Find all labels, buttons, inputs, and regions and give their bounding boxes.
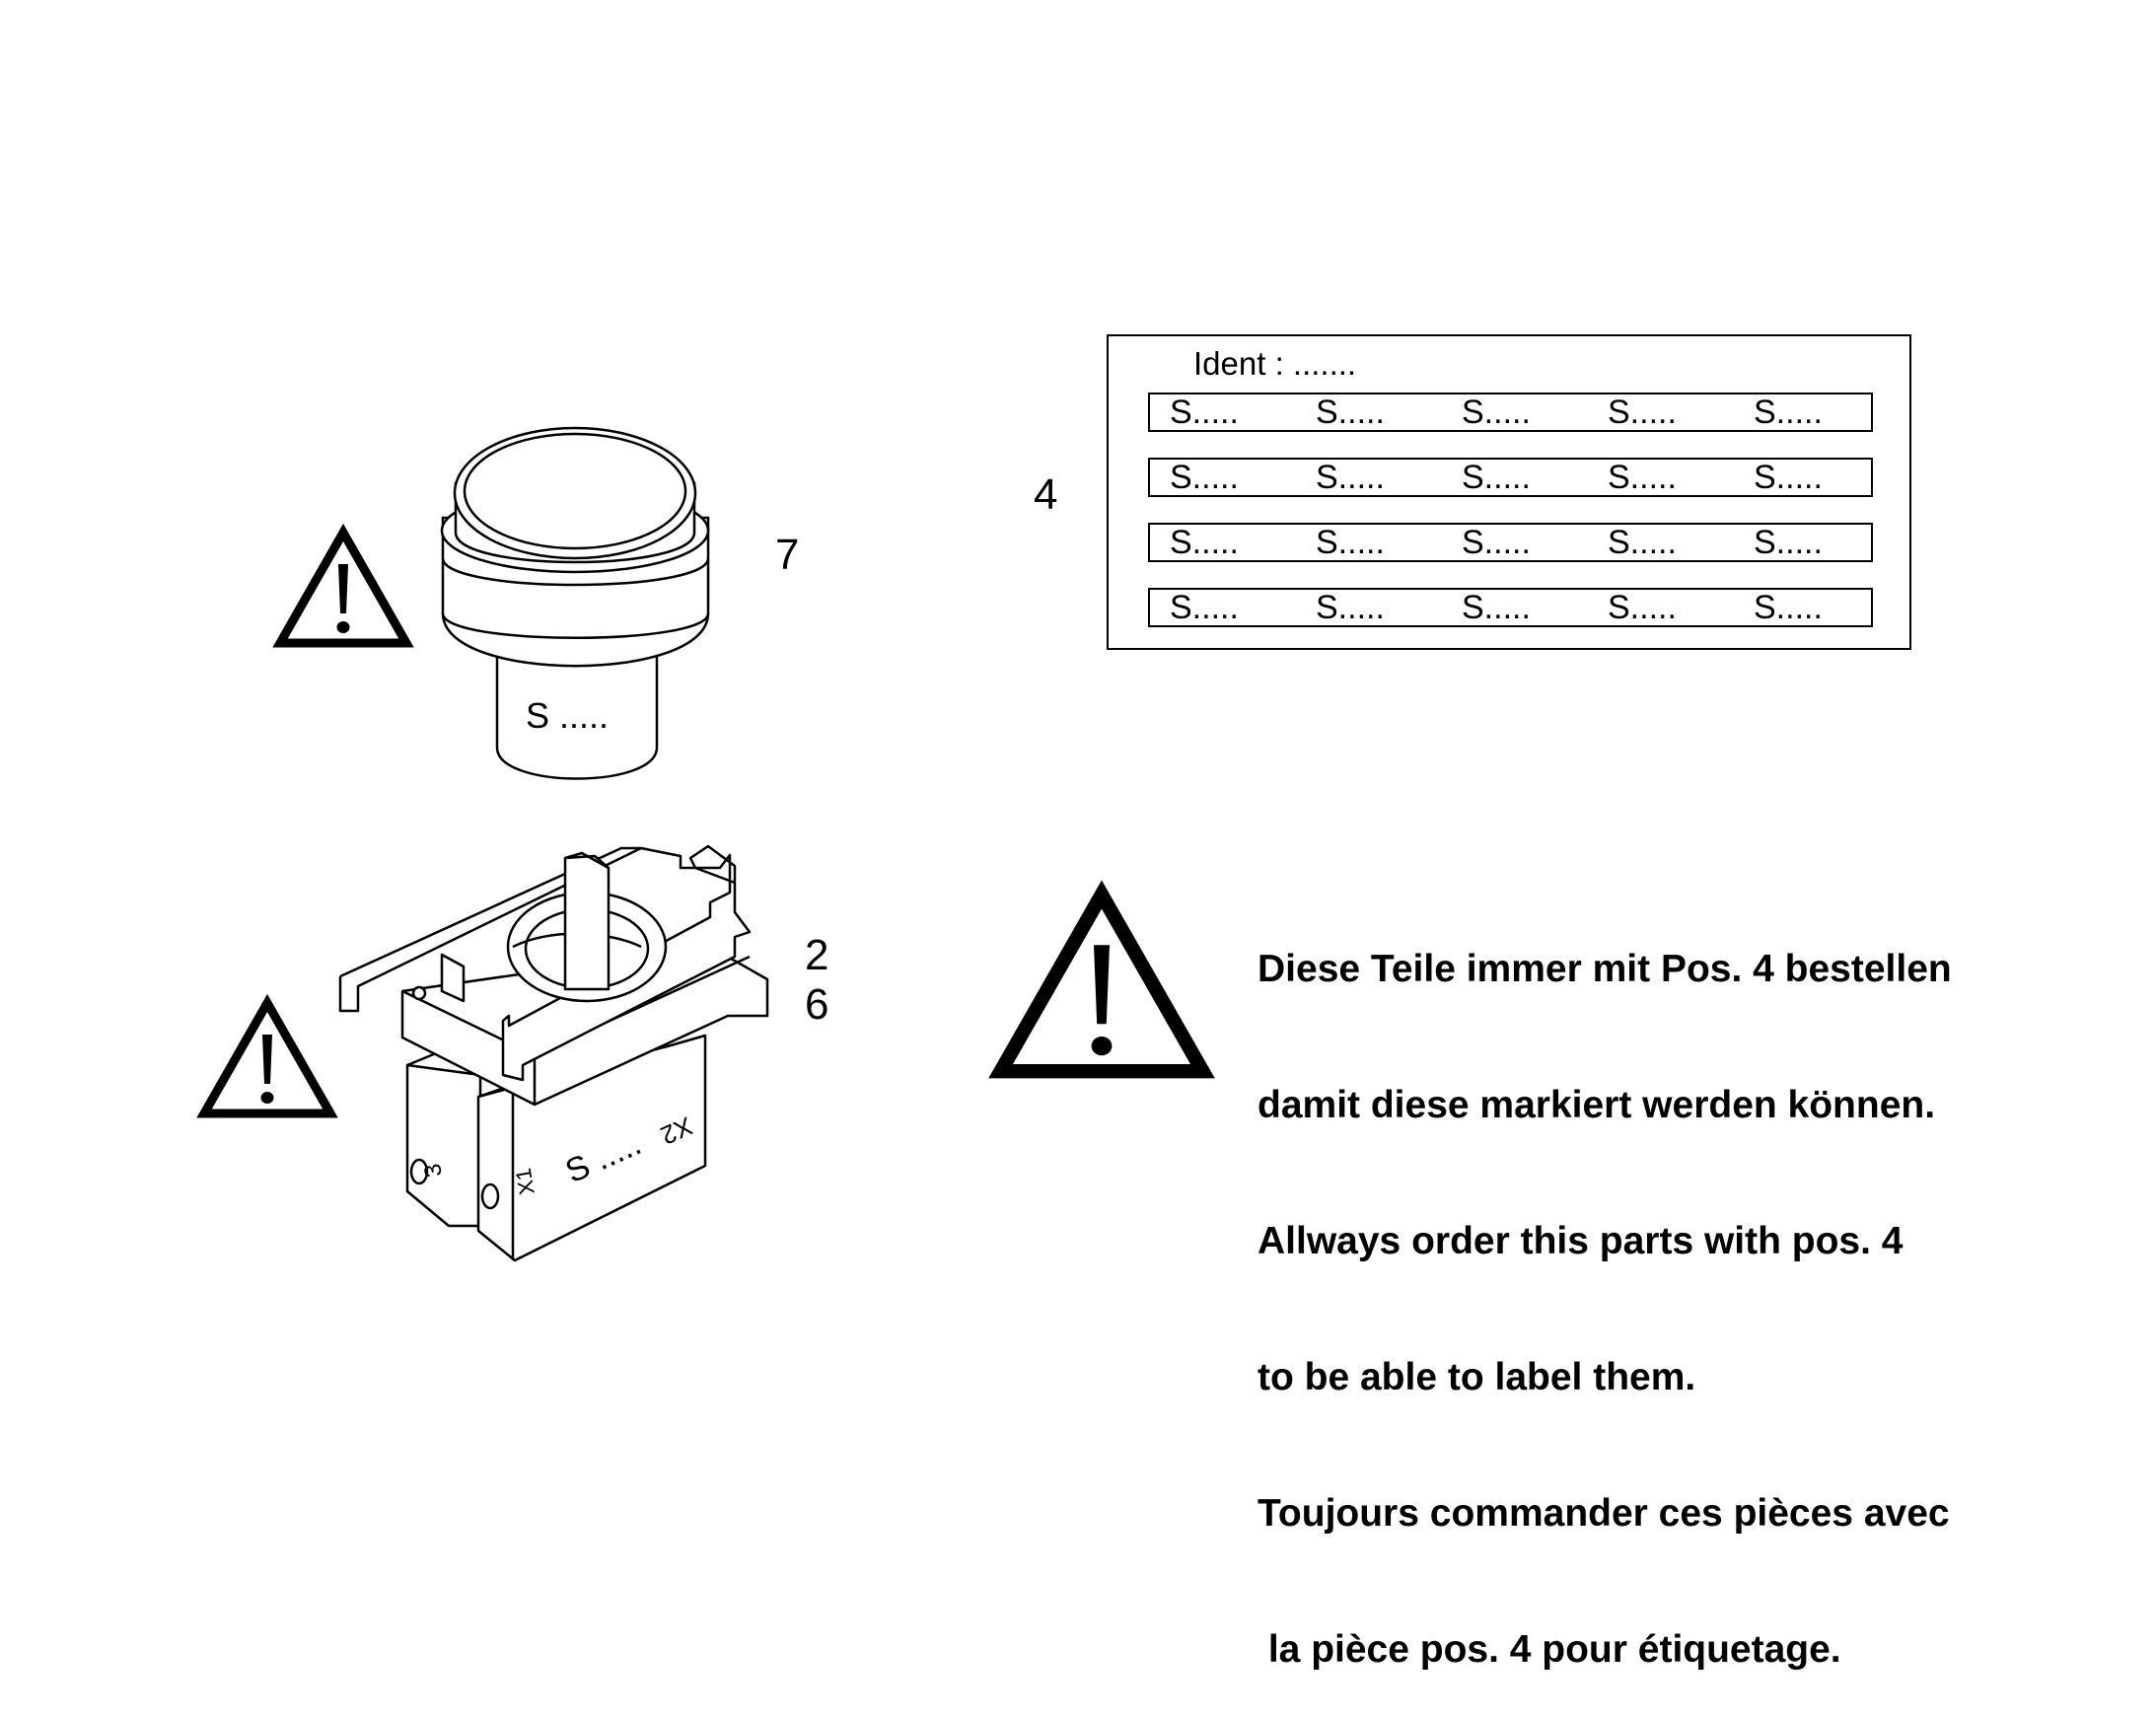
ident-cell: S..... [1316, 589, 1385, 626]
ident-cell: S..... [1462, 459, 1531, 496]
contact-block-drawing [338, 844, 769, 1262]
warning-text-block: Diese Teile immer mit Pos. 4 bestellen d… [1258, 856, 1952, 1718]
ident-title: Ident : ....... [1193, 345, 1357, 382]
ident-row: S..... S..... S..... S..... S..... [1148, 458, 1873, 497]
warning-line: Diese Teile immer mit Pos. 4 bestellen [1258, 948, 1952, 990]
warning-line: damit diese markiert werden können. [1258, 1084, 1936, 1126]
ident-cell: S..... [1754, 394, 1823, 431]
pos7-label: 7 [775, 531, 799, 579]
warning-line: la pièce pos. 4 pour étiquetage. [1258, 1628, 1841, 1671]
contact-marking-3: 3 [419, 1162, 448, 1180]
ident-cell: S..... [1462, 394, 1531, 431]
warning-line: to be able to label them. [1258, 1356, 1696, 1398]
pos6-label: 6 [805, 980, 828, 1029]
pos2-label: 2 [805, 931, 828, 979]
ident-cell: S..... [1170, 394, 1239, 431]
ident-cell: S..... [1316, 459, 1385, 496]
warning-line: Toujours commander ces pièces avec [1258, 1492, 1950, 1535]
pos4-label: 4 [1034, 470, 1057, 519]
contact-marking-x1: X1 [511, 1167, 539, 1197]
ident-cell: S..... [1754, 459, 1823, 496]
ident-cell: S..... [1170, 524, 1239, 561]
ident-cell: S..... [1754, 589, 1823, 626]
ident-cell: S..... [1608, 524, 1677, 561]
ident-cell: S..... [1608, 394, 1677, 431]
button-cap-marking: S ..... [526, 695, 609, 736]
ident-cell: S..... [1316, 394, 1385, 431]
ident-cell: S..... [1754, 524, 1823, 561]
ident-row: S..... S..... S..... S..... S..... [1148, 393, 1873, 432]
warning-line: Allways order this parts with pos. 4 [1258, 1220, 1904, 1262]
ident-row: S..... S..... S..... S..... S..... [1148, 588, 1873, 627]
push-button-drawing [440, 426, 710, 780]
ident-cell: S..... [1462, 589, 1531, 626]
warning-triangle-icon [204, 1003, 330, 1113]
ident-cell: S..... [1608, 589, 1677, 626]
ident-label-sheet: Ident : ....... S.....S.....S.....S.....… [1107, 334, 1911, 650]
ident-row: S..... S..... S..... S..... S..... [1148, 523, 1873, 562]
warning-triangle-icon [1001, 895, 1203, 1071]
ident-cell: S..... [1608, 459, 1677, 496]
ident-cell: S..... [1316, 524, 1385, 561]
ident-cell: S..... [1170, 459, 1239, 496]
ident-cell: S..... [1462, 524, 1531, 561]
warning-triangle-icon [280, 533, 406, 643]
ident-cell: S..... [1170, 589, 1239, 626]
